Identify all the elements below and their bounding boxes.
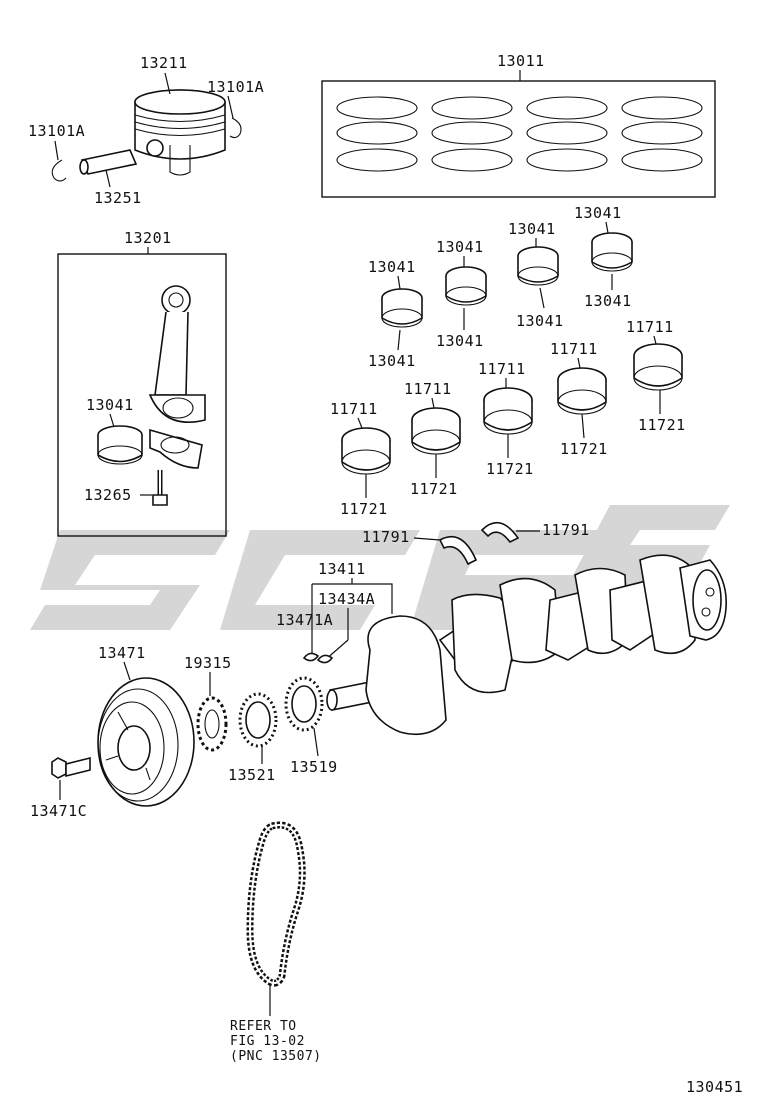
label-13411: 13411: [318, 560, 366, 578]
piston-ring-set-box: [321, 80, 716, 198]
main-bearing-d: [557, 367, 607, 415]
sprocket-13519: [284, 676, 324, 732]
sprocket-13521: [238, 692, 278, 748]
label-11721-d: 11721: [560, 440, 608, 458]
ring-set-4: [621, 96, 703, 172]
crankshaft-pulley: [97, 677, 195, 807]
main-bearing-c: [483, 387, 533, 435]
main-bearing-a: [341, 427, 391, 475]
refer-note-line1: REFER TO: [230, 1019, 297, 1034]
piston-ring-sets: [336, 96, 703, 172]
label-11711-d: 11711: [550, 340, 598, 358]
crankshaft-keys: [302, 652, 334, 664]
label-11791-left: 11791: [362, 528, 410, 546]
label-11711-a: 11711: [330, 400, 378, 418]
label-13265: 13265: [84, 486, 132, 504]
main-bearing-e: [633, 343, 683, 391]
conrod-bearing: [97, 425, 143, 465]
label-13251: 13251: [94, 189, 142, 207]
label-11791-right: 11791: [542, 521, 590, 539]
label-13041-b-top: 13041: [436, 238, 484, 256]
label-13041-a-top: 13041: [368, 258, 416, 276]
label-13041-d-top: 13041: [574, 204, 622, 222]
label-13041-a-bot: 13041: [368, 352, 416, 370]
label-13041-c-bot: 13041: [516, 312, 564, 330]
label-11711-e: 11711: [626, 318, 674, 336]
snap-ring-right: [229, 117, 242, 139]
figure-number: 130451: [686, 1078, 743, 1096]
bearing-13041-d: [591, 232, 633, 272]
label-13041-conrod: 13041: [86, 396, 134, 414]
label-13519: 13519: [290, 758, 338, 776]
connecting-rod: [148, 285, 206, 424]
piston-pin: [79, 149, 138, 175]
label-13434A: 13434A: [318, 590, 375, 608]
label-11711-b: 11711: [404, 380, 452, 398]
label-19315: 19315: [184, 654, 232, 672]
bearing-13041-c: [517, 246, 559, 286]
label-11721-c: 11721: [486, 460, 534, 478]
label-13101A-right: 13101A: [207, 78, 264, 96]
timing-chain: [246, 821, 306, 987]
signal-plate-19315: [196, 696, 228, 752]
bearing-13041-b: [445, 266, 487, 306]
conrod-box: [57, 253, 227, 537]
ring-set-3: [526, 96, 608, 172]
label-13101A-left: 13101A: [28, 122, 85, 140]
label-13041-b-bot: 13041: [436, 332, 484, 350]
label-11721-e: 11721: [638, 416, 686, 434]
ring-set-2: [431, 96, 513, 172]
conrod-cap: [149, 428, 203, 469]
ring-set-1: [336, 96, 418, 172]
bearing-13041-a: [381, 288, 423, 328]
refer-note-line2: FIG 13-02: [230, 1034, 305, 1049]
crankshaft: [326, 554, 727, 736]
label-13471C: 13471C: [30, 802, 87, 820]
pulley-bolt: [51, 756, 91, 779]
thrust-washer-right: [480, 521, 520, 544]
label-11711-c: 11711: [478, 360, 526, 378]
label-13471A: 13471A: [276, 611, 333, 629]
label-11721-a: 11721: [340, 500, 388, 518]
label-11721-b: 11721: [410, 480, 458, 498]
thrust-washer-left: [438, 535, 478, 566]
label-13521: 13521: [228, 766, 276, 784]
label-13211: 13211: [140, 54, 188, 72]
label-13011: 13011: [497, 52, 545, 70]
conrod-bolt: [152, 470, 168, 506]
label-13041-c-top: 13041: [508, 220, 556, 238]
label-13471: 13471: [98, 644, 146, 662]
label-13041-d-bot: 13041: [584, 292, 632, 310]
refer-note-line3: (PNC 13507): [230, 1049, 322, 1064]
snap-ring-left: [51, 159, 67, 182]
main-bearing-b: [411, 407, 461, 455]
piston: [134, 89, 226, 176]
label-13201: 13201: [124, 229, 172, 247]
